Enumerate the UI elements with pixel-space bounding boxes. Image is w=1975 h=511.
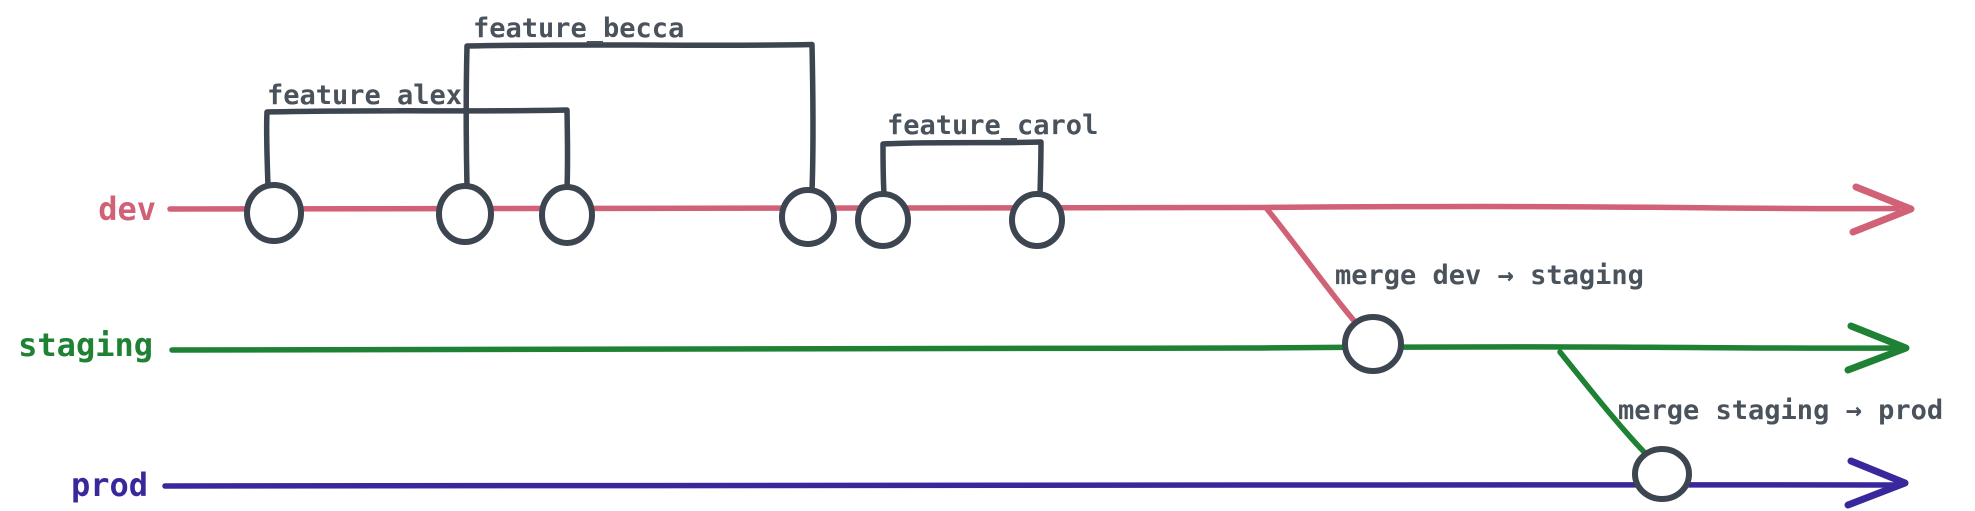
feature-becca-label: feature_becca <box>473 13 684 44</box>
commit-node-dev-2 <box>436 183 494 245</box>
staging-branch-group <box>169 322 1910 456</box>
feature-brackets-group <box>263 41 1044 198</box>
commit-node-dev-4 <box>779 187 837 247</box>
merge-dev-to-staging-edge <box>1264 206 1359 326</box>
merge-commit-node-staging <box>1342 314 1404 374</box>
prod-arrowhead-icon <box>1844 457 1909 509</box>
feature-carol-label: feature_carol <box>887 110 1098 141</box>
merge-staging-to-prod-edge <box>1557 349 1648 456</box>
commit-node-dev-1 <box>244 182 304 244</box>
feature-becca-bracket <box>463 41 816 194</box>
commit-nodes-group <box>244 182 1692 502</box>
staging-arrowhead-icon <box>1844 322 1910 374</box>
prod-branch-line <box>162 481 1899 489</box>
commit-node-dev-3 <box>539 184 595 246</box>
commit-node-dev-5 <box>855 191 911 249</box>
staging-branch-line <box>169 344 1901 353</box>
merge-commit-node-prod <box>1632 446 1692 502</box>
commit-node-dev-6 <box>1009 191 1065 249</box>
dev-branch-label: dev <box>98 190 156 228</box>
prod-branch-label: prod <box>71 466 148 504</box>
dev-arrowhead-icon <box>1849 183 1915 236</box>
feature-alex-bracket <box>263 107 571 191</box>
prod-branch-group <box>162 457 1909 509</box>
feature-carol-bracket <box>880 139 1044 198</box>
feature-alex-label: feature_alex <box>267 80 462 111</box>
staging-branch-label: staging <box>18 326 153 364</box>
merge-staging-to-prod-label: merge staging → prod <box>1618 395 1943 426</box>
merge-dev-to-staging-label: merge dev → staging <box>1335 260 1644 291</box>
